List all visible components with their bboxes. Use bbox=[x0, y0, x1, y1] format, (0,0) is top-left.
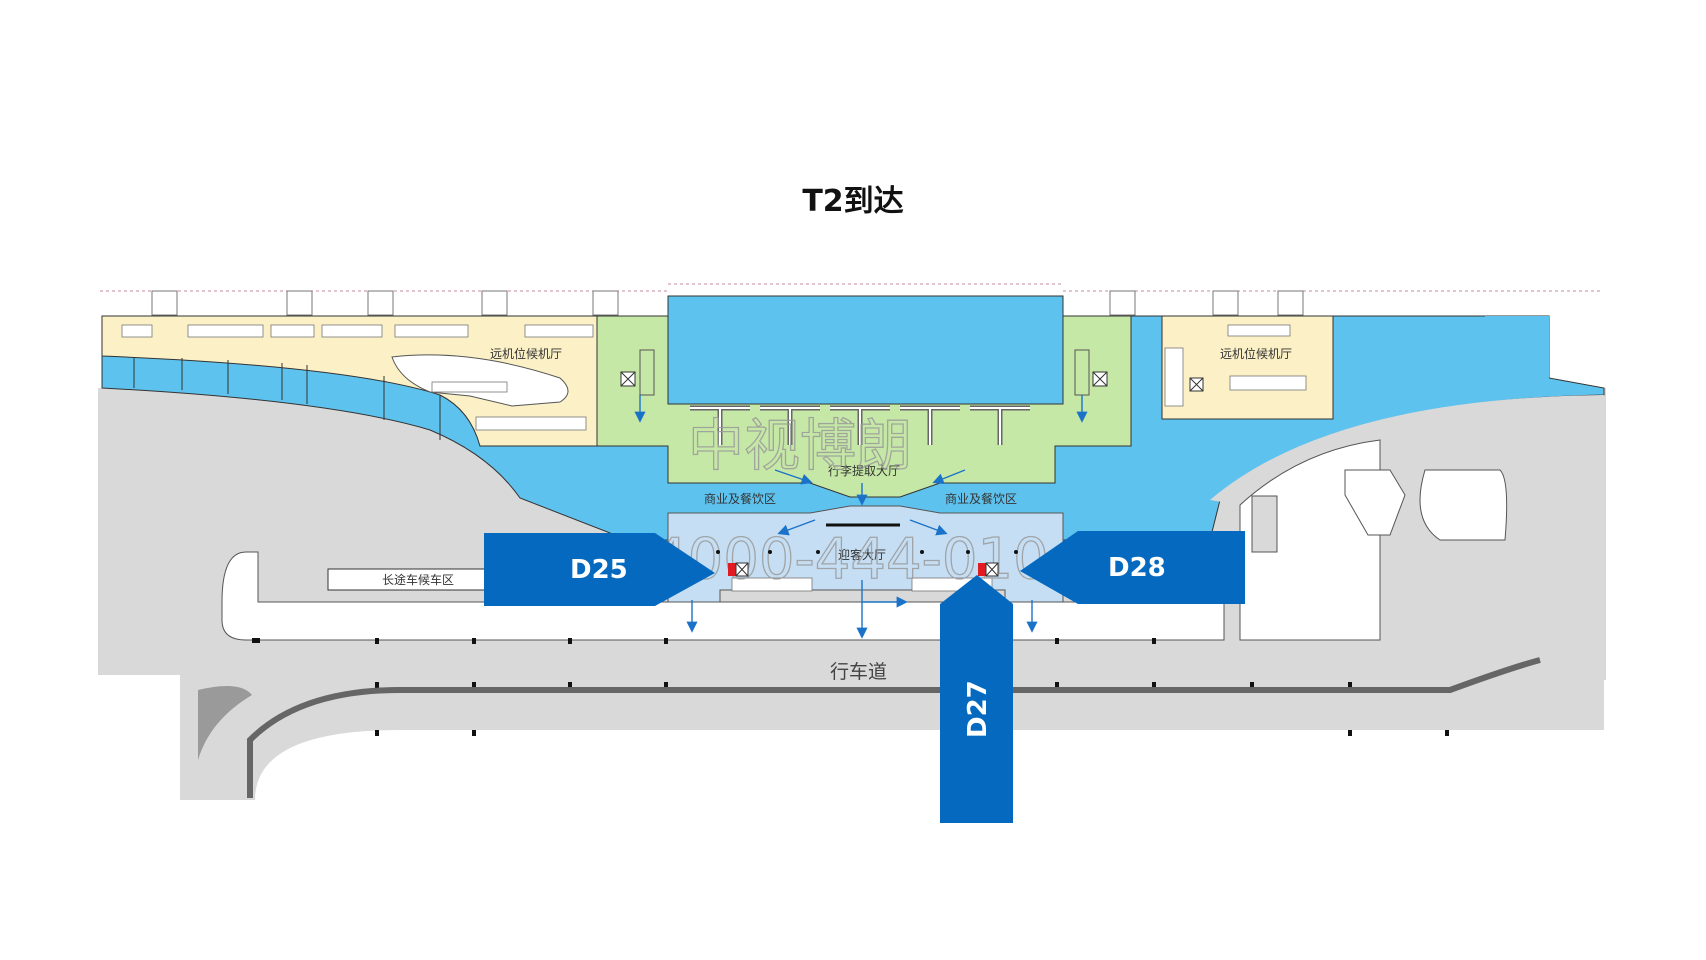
jet-bridges bbox=[151, 290, 1304, 316]
label-driveway: 行车道 bbox=[830, 661, 887, 683]
ad-label-d25: D25 bbox=[570, 555, 628, 585]
label-coach-waiting: 长途车候车区 bbox=[382, 572, 454, 587]
flow-arrows bbox=[634, 395, 1088, 639]
label-remote-gate-right: 远机位候机厅 bbox=[1220, 346, 1292, 361]
elevator-left bbox=[620, 371, 636, 387]
label-commerce-right: 商业及餐饮区 bbox=[945, 491, 1017, 506]
remote-gate-hall-left bbox=[101, 315, 598, 447]
central-terminal-block bbox=[667, 295, 1064, 405]
road-divider bbox=[247, 657, 1541, 798]
elevator-remote bbox=[1189, 377, 1204, 392]
ad-label-d27: D27 bbox=[963, 680, 993, 738]
elevator-right bbox=[1092, 371, 1108, 387]
label-greeting-hall: 迎客大厅 bbox=[838, 547, 886, 562]
columns bbox=[716, 550, 1018, 554]
label-remote-gate-left: 远机位候机厅 bbox=[490, 346, 562, 361]
ad-label-d28: D28 bbox=[1108, 553, 1166, 583]
page-title: T2到达 bbox=[802, 184, 904, 219]
watermark-phone: 4000-444-010 bbox=[652, 527, 1049, 592]
label-baggage-hall: 行李提取大厅 bbox=[828, 463, 900, 478]
ad-spot-d27[interactable]: D27 bbox=[940, 575, 1013, 823]
watermark-company: 中视博朗 bbox=[688, 414, 912, 479]
airside-boundary bbox=[100, 283, 1600, 292]
label-commerce-left: 商业及餐饮区 bbox=[704, 491, 776, 506]
ad-marker-right bbox=[978, 562, 999, 577]
gate-glazing-left bbox=[133, 357, 441, 440]
ad-spot-d28[interactable]: D28 bbox=[1020, 531, 1245, 604]
ad-spot-d25[interactable]: D25 bbox=[484, 533, 715, 606]
ad-marker-left bbox=[728, 562, 749, 577]
